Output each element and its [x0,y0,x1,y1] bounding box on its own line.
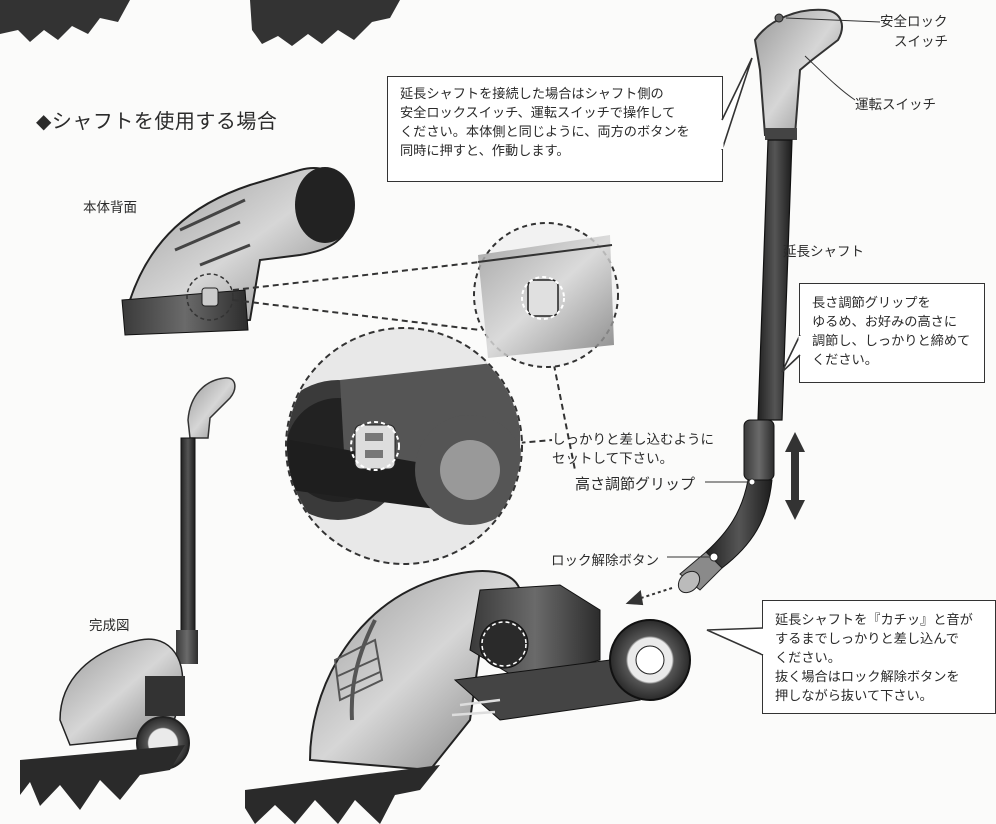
run-switch-label: 運転スイッチ [855,97,936,113]
callout-top-line: ください。本体側と同じように、両方のボタンを [400,125,690,140]
small-detail-circle [473,222,619,368]
callout-top-line: 安全ロックスイッチ、運転スイッチで操作して [400,106,676,121]
callout-insert-shaft: 延長シャフトを『カチッ』と音が するまでしっかりと差し込んで ください。 抜く場… [762,600,996,714]
completed-view-label: 完成図 [89,618,130,634]
insert-firmly-line2: セットして下さい。 [552,451,674,467]
insert-arrow [625,587,673,606]
callout-bottom-line: 押しながら抜いて下さい。 [775,689,933,704]
label-leaders [667,17,881,558]
callout-right-line: ゆるめ、お好みの高さに [812,315,958,330]
callout-shaft-switch: 延長シャフトを接続した場合はシャフト側の 安全ロックスイッチ、運転スイッチで操作… [387,76,723,182]
insert-firmly-label: しっかりと差し込むように セットして下さい。 [552,431,714,469]
completed-view-drawing [20,377,236,810]
top-blades-remnant [0,0,400,46]
body-back-drawing [121,167,355,336]
safety-lock-switch-label-line1: 安全ロック [880,14,948,30]
safety-lock-switch-label-line2: スイッチ [894,34,948,50]
section-title: ◆シャフトを使用する場合 [36,109,278,133]
insert-firmly-line1: しっかりと差し込むように [552,432,714,448]
callout-length-grip: 長さ調節グリップを ゆるめ、お好みの高さに 調節し、しっかりと締めて ください。 [799,283,985,383]
callout-top-line: 同時に押すと、作動します。 [400,144,570,159]
safety-lock-switch-label: 安全ロック スイッチ [880,12,948,52]
callout-right-line: 長さ調節グリップを [812,296,931,311]
height-adjust-arrow [785,432,805,520]
callout-bottom-line: 延長シャフトを『カチッ』と音が [775,613,973,628]
callout-bottom-line: するまでしっかりと差し込んで [775,632,959,647]
lock-release-button-label: ロック解除ボタン [551,553,659,569]
callout-top-line: 延長シャフトを接続した場合はシャフト側の [400,87,664,102]
large-detail-circle [285,327,523,565]
height-grip-label: 高さ調節グリップ [575,475,696,493]
trimmer-assembly-drawing [245,570,691,824]
body-back-label: 本体背面 [83,200,137,216]
extension-shaft-label: 延長シャフト [783,244,864,260]
callout-bottom-line: ください。 [775,651,841,666]
callout-bottom-line: 抜く場合はロック解除ボタンを [775,670,960,685]
callout-right-line: ください。 [812,353,878,368]
callout-right-line: 調節し、しっかりと締めて [812,334,971,349]
